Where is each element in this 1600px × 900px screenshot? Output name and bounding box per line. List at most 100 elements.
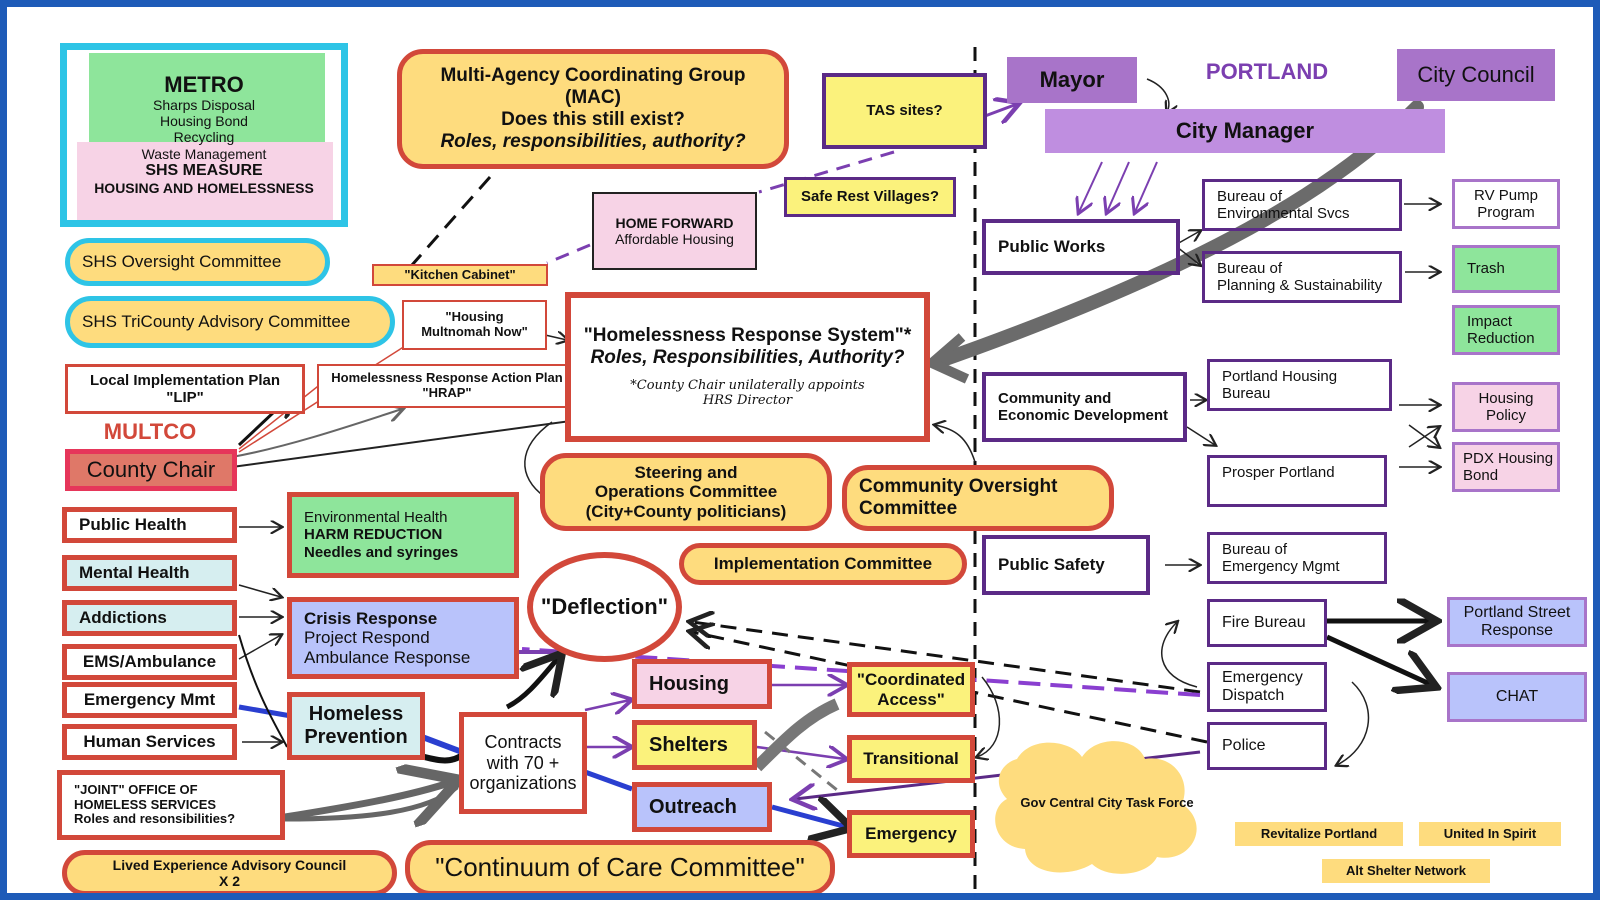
housing-policy-box: Housing Policy (1452, 382, 1560, 432)
hrs-title: "Homelessness Response System"* (583, 325, 912, 347)
dept-emergency-mmt: Emergency Mmt (62, 682, 237, 718)
homeless-prevention-box: Homeless Prevention (287, 692, 425, 760)
housing-multnomah-now-box: "Housing Multnomah Now" (402, 300, 547, 350)
city-manager-box: City Manager (1045, 109, 1445, 153)
mac-line: Multi-Agency Coordinating Group (440, 65, 746, 87)
metro-line: HOUSING AND HOMELESSNESS (94, 180, 314, 197)
hmn-line: Multnomah Now" (421, 324, 528, 339)
ced-line: Economic Development (998, 407, 1169, 424)
lived-experience-council: Lived Experience Advisory Council X 2 (62, 850, 397, 893)
rv-line: Program (1477, 204, 1535, 221)
rv-pump-program: RV Pump Program (1452, 179, 1560, 229)
hp-line: Homeless (308, 703, 404, 725)
deflection-oval: "Deflection" (527, 552, 682, 662)
crisis-line: Ambulance Response (304, 647, 471, 667)
ced-line: Community and (998, 389, 1112, 407)
multco-header: MULTCO (103, 419, 197, 445)
impact-line: Impact (1467, 312, 1513, 330)
joint-line: Roles and resonsibilities? (74, 811, 236, 827)
emergency-dispatch: Emergency Dispatch (1207, 662, 1327, 712)
transitional-box: Transitional (847, 735, 975, 783)
env-line: Environmental Health (304, 509, 448, 527)
contracts-line: Contracts (484, 731, 562, 752)
joint-line: HOMELESS SERVICES (74, 796, 217, 812)
env-line: HARM REDUCTION (304, 526, 443, 544)
chat-box: CHAT (1447, 672, 1587, 722)
bem-line: Bureau of (1222, 540, 1288, 558)
tas-sites-box: TAS sites? (822, 73, 987, 149)
metro-line: Housing Bond (160, 113, 248, 130)
bps-line: Planning & Sustainability (1217, 277, 1383, 294)
bureau-planning-sustainability: Bureau of Planning & Sustainability (1202, 251, 1402, 303)
hrs-question: Roles, Responsibilities, Authority? (590, 347, 905, 369)
steering-line: Steering and (634, 462, 738, 482)
steering-line: Operations Committee (594, 482, 778, 502)
bps-line: Bureau of (1217, 259, 1283, 277)
crisis-line: Project Respond (304, 628, 430, 648)
gov-task-force-label: Gov Central City Task Force (1020, 794, 1194, 810)
tag-united-in-spirit: United In Spirit (1419, 822, 1561, 846)
hrap-line: Homelessness Response Action Plan (331, 370, 563, 386)
phb-line: Portland Housing (1222, 367, 1338, 385)
home-forward-subtitle: Affordable Housing (615, 231, 734, 247)
lip-line: Local Implementation Plan (89, 371, 281, 389)
lip-line: "LIP" (166, 389, 204, 406)
impact-reduction-box: Impact Reduction (1452, 305, 1560, 355)
shs-tricounty-advisory-committee: SHS TriCounty Advisory Committee (65, 296, 395, 348)
shs-oversight-committee: SHS Oversight Committee (65, 238, 330, 286)
dept-ems-ambulance: EMS/Ambulance (62, 644, 237, 680)
dept-addictions: Addictions (62, 600, 237, 636)
mac-line: (MAC) (565, 87, 621, 109)
dept-mental-health: Mental Health (62, 555, 237, 591)
safe-rest-villages-box: Safe Rest Villages? (784, 177, 956, 217)
gov-task-force-cloud (995, 741, 1197, 874)
bes-line: Bureau of (1217, 187, 1283, 205)
ca-line: Access" (877, 689, 945, 709)
dept-human-services: Human Services (62, 724, 237, 760)
home-forward-box: HOME FORWARD Affordable Housing (592, 192, 757, 270)
impact-line: Reduction (1467, 330, 1535, 347)
service-shelters: Shelters (632, 720, 757, 770)
metro-line: SHS MEASURE (145, 161, 263, 179)
mac-line: Roles, responsibilities, authority? (440, 130, 746, 152)
hpol-line: Housing (1478, 389, 1534, 407)
env-line: Needles and syringes (304, 543, 459, 561)
hmn-line: "Housing (445, 309, 504, 325)
contracts-line: organizations (469, 773, 577, 794)
city-council-box: City Council (1397, 49, 1555, 101)
hrap-box: Homelessness Response Action Plan "HRAP" (317, 364, 577, 408)
portland-header: PORTLAND (1205, 59, 1329, 85)
tag-alt-shelter-network: Alt Shelter Network (1322, 859, 1490, 883)
phb-line: Bureau (1222, 385, 1271, 402)
pdx-line: Bond (1463, 467, 1499, 484)
coc-line: Committee (859, 498, 958, 519)
pdx-line: PDX Housing (1463, 449, 1554, 467)
lived-line: Lived Experience Advisory Council (112, 856, 347, 873)
hrap-line: "HRAP" (422, 385, 472, 400)
hpol-line: Policy (1485, 407, 1526, 424)
metro-line: Sharps Disposal (153, 97, 255, 114)
mac-line: Does this still exist? (501, 109, 685, 130)
contracts-box: Contracts with 70 + organizations (459, 712, 587, 814)
ca-line: "Coordinated (856, 669, 966, 689)
community-economic-development-box: Community and Economic Development (982, 372, 1187, 442)
home-forward-title: HOME FORWARD (615, 214, 734, 231)
dispatch-line: Dispatch (1222, 687, 1285, 704)
hrs-note: *County Chair unilaterally appoints (630, 377, 865, 393)
mac-box: Multi-Agency Coordinating Group (MAC) Do… (397, 49, 789, 169)
trash-box: Trash (1452, 245, 1560, 293)
contracts-line: with 70 + (486, 752, 560, 773)
lip-box: Local Implementation Plan "LIP" (65, 364, 305, 414)
crisis-response-box: Crisis Response Project Respond Ambulanc… (287, 597, 519, 679)
hp-line: Prevention (304, 726, 408, 748)
crisis-line: Crisis Response (304, 608, 438, 628)
joint-office-box: "JOINT" OFFICE OF HOMELESS SERVICES Role… (57, 770, 285, 840)
fire-bureau: Fire Bureau (1207, 599, 1327, 647)
public-works-box: Public Works (982, 219, 1180, 275)
coc-line: Community Oversight (859, 476, 1058, 498)
prosper-portland: Prosper Portland (1207, 455, 1387, 507)
dispatch-line: Emergency (1222, 668, 1303, 686)
psr-line: Response (1480, 622, 1554, 639)
rv-line: RV Pump (1474, 186, 1538, 204)
